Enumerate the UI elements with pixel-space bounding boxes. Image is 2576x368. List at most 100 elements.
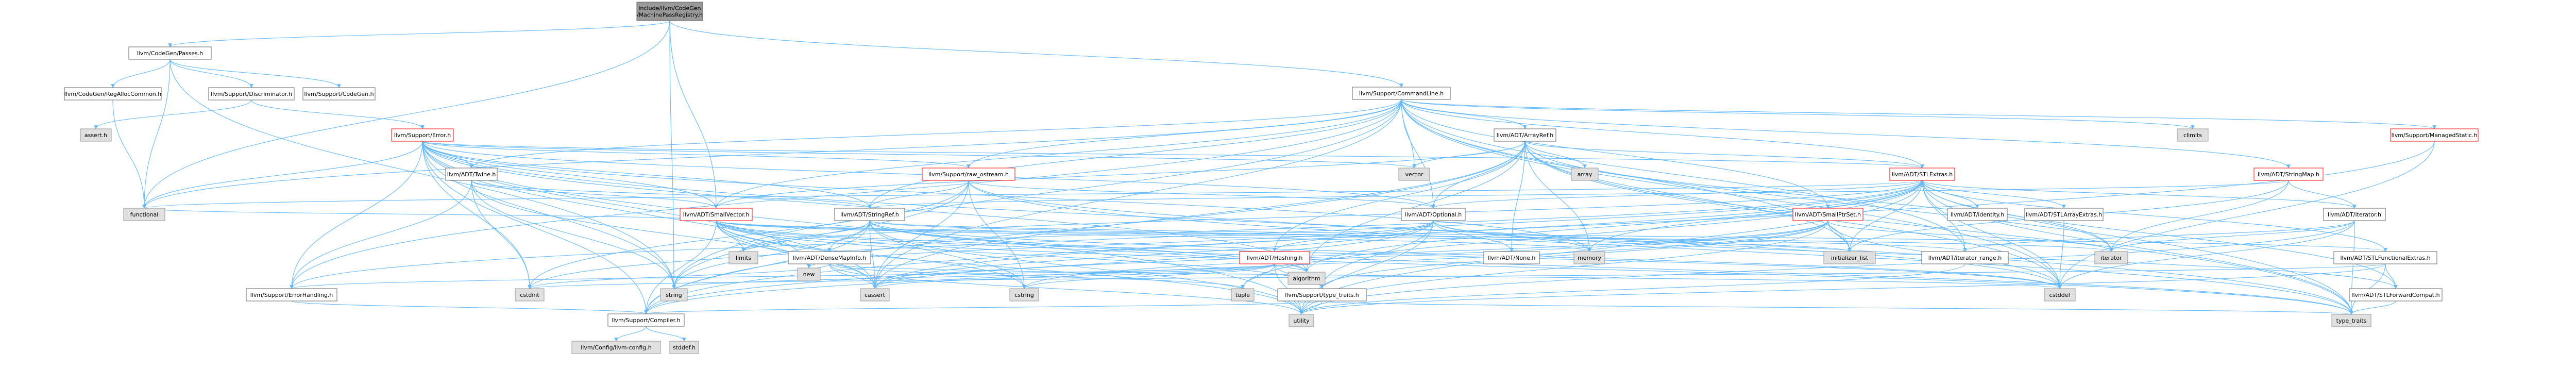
edge-arrayref-to-smallvector (714, 141, 1526, 209)
node-tuple[interactable]: tuple (1231, 288, 1255, 302)
node-label-errhandling: llvm/Support/ErrorHandling.h (250, 292, 333, 298)
edge-arrayref-to-initlist (1524, 141, 1852, 252)
node-label-vector: vector (1405, 171, 1423, 178)
node-box-stringref (834, 208, 905, 221)
node-iterator[interactable]: iterator (2094, 251, 2128, 264)
node-label-functional: functional (130, 211, 159, 218)
node-label-cmdline: llvm/Support/CommandLine.h (1359, 90, 1444, 97)
node-rawos[interactable]: llvm/Support/raw_ostream.h (922, 168, 1015, 181)
node-stlarrayextras[interactable]: llvm/ADT/STLArrayExtras.h (2024, 208, 2104, 221)
node-stlextras[interactable]: llvm/ADT/STLExtras.h (1889, 168, 1955, 181)
node-iterrange[interactable]: llvm/ADT/iterator_range.h (1921, 251, 2009, 264)
node-stringref[interactable]: llvm/ADT/StringRef.h (834, 208, 905, 221)
node-errhandling[interactable]: llvm/Support/ErrorHandling.h (246, 288, 337, 302)
node-typetraitsh[interactable]: llvm/Support/type_traits.h (1277, 288, 1367, 302)
node-cassert[interactable]: cassert (860, 288, 890, 302)
node-llvmconfig[interactable]: llvm/Config/llvm-config.h (571, 341, 661, 354)
edge-discrim-to-error (251, 99, 425, 129)
node-climits[interactable]: climits (2177, 128, 2209, 142)
node-new[interactable]: new (797, 267, 821, 281)
node-twine[interactable]: llvm/ADT/Twine.h (445, 168, 498, 181)
node-memory[interactable]: memory (1573, 251, 1605, 264)
node-label-twine: llvm/ADT/Twine.h (447, 171, 496, 178)
edge-root-to-cgpasses (168, 20, 670, 47)
node-cstdint[interactable]: cstdint (515, 288, 545, 302)
node-densemapinfo[interactable]: llvm/ADT/DenseMapInfo.h (788, 251, 871, 264)
node-stlfunctional[interactable]: llvm/ADT/STLFunctionalExtras.h (2333, 251, 2437, 264)
node-box-initlist (1823, 251, 1876, 264)
edge-rawos-to-optional (968, 180, 1435, 209)
node-managedstatic[interactable]: llvm/Support/ManagedStatic.h (2390, 128, 2479, 142)
node-box-stlfunctional (2333, 251, 2437, 264)
edge-hashing-to-algorithm (1274, 263, 1309, 273)
edge-rawos-to-string (672, 180, 969, 289)
node-box-rawos (922, 168, 1015, 181)
node-cmdline[interactable]: llvm/Support/CommandLine.h (1352, 87, 1451, 100)
node-cstddef[interactable]: cstddef (2044, 288, 2076, 302)
node-box-cmdline (1352, 87, 1451, 100)
node-stlforward[interactable]: llvm/ADT/STLForwardCompat.h (2349, 288, 2443, 302)
node-root[interactable]: include/llvm/CodeGen/MachinePassRegistry… (636, 2, 703, 21)
node-limits[interactable]: limits (728, 251, 758, 264)
edge-stlextras-to-stlfunctional (1922, 180, 2387, 252)
node-box-cgpasses (128, 46, 212, 60)
node-assert[interactable]: assert.h (80, 128, 112, 142)
node-regalloc[interactable]: llvm/CodeGen/RegAllocCommon.h (64, 87, 162, 101)
node-smallvector[interactable]: llvm/ADT/SmallVector.h (680, 208, 753, 221)
node-box-algorithm (1287, 272, 1326, 285)
node-box-string (660, 288, 688, 302)
node-smallptrset[interactable]: llvm/ADT/SmallPtrSet.h (1792, 208, 1863, 221)
node-utility[interactable]: utility (1289, 314, 1314, 327)
node-box-llvmconfig (571, 341, 661, 354)
node-identity[interactable]: llvm/ADT/identity.h (1947, 208, 2008, 221)
node-label-smallptrset: llvm/ADT/SmallPtrSet.h (1795, 211, 1861, 218)
edge-densemapinfo-to-tuple (829, 263, 1245, 289)
node-algorithm[interactable]: algorithm (1287, 272, 1326, 285)
node-functional[interactable]: functional (123, 208, 165, 221)
node-arrayref[interactable]: llvm/ADT/ArrayRef.h (1494, 128, 1556, 142)
node-string[interactable]: string (660, 288, 688, 302)
node-stddef[interactable]: stddef.h (669, 341, 699, 354)
node-label-compiler: llvm/Support/Compiler.h (612, 317, 680, 324)
node-stringmap[interactable]: llvm/ADT/StringMap.h (2253, 168, 2324, 181)
node-compiler[interactable]: llvm/Support/Compiler.h (607, 313, 685, 327)
node-iteratorh[interactable]: llvm/ADT/iterator.h (2323, 208, 2386, 221)
node-codegen[interactable]: llvm/Support/CodeGen.h (302, 87, 376, 101)
edge-hashing-to-cassert (873, 263, 1275, 289)
node-array[interactable]: array (1571, 168, 1599, 181)
node-cgpasses[interactable]: llvm/CodeGen/Passes.h (128, 46, 212, 60)
edges-layer (94, 20, 2436, 342)
edge-cmdline-to-typetraits (1401, 99, 2353, 315)
node-hashing[interactable]: llvm/ADT/Hashing.h (1239, 251, 1310, 264)
edge-smallptrset-to-cstring (1022, 220, 1828, 289)
node-noneh[interactable]: llvm/ADT/None.h (1483, 251, 1540, 264)
node-label-initlist: initializer_list (1831, 255, 1869, 261)
node-box-smallptrset (1792, 208, 1863, 221)
node-box-arrayref (1494, 128, 1556, 142)
edge-stlextras-to-errhandling (290, 180, 1923, 289)
node-initlist[interactable]: initializer_list (1823, 251, 1876, 264)
node-label-iterator: iterator (2101, 255, 2122, 261)
edge-stringref-to-densemapinfo (827, 220, 870, 252)
node-box-errhandling (246, 288, 337, 302)
node-optional[interactable]: llvm/ADT/Optional.h (1401, 208, 1466, 221)
node-cstring[interactable]: cstring (1009, 288, 1039, 302)
edge-arrayref-to-compiler (644, 141, 1526, 314)
node-label-typetraits: type_traits (2336, 317, 2367, 324)
node-box-tuple (1231, 288, 1255, 302)
edge-stringref-to-typetraits (869, 220, 2353, 315)
edge-hashing-to-tuple (1241, 263, 1275, 289)
node-vector[interactable]: vector (1398, 168, 1430, 181)
node-typetraits[interactable]: type_traits (2331, 314, 2371, 327)
node-discrim[interactable]: llvm/Support/Discriminator.h (208, 87, 295, 101)
edge-cmdline-to-twine (469, 99, 1402, 169)
edge-arrayref-to-optional (1431, 141, 1526, 209)
edge-error-to-functional (142, 141, 423, 209)
node-error[interactable]: llvm/Support/Error.h (391, 128, 454, 142)
edge-cgpasses-to-functional (142, 59, 171, 209)
edge-hashing-to-errhandling (290, 263, 1275, 289)
edge-smallptrset-to-compiler (644, 220, 1828, 314)
edge-iterrange-to-utility (1299, 263, 1965, 315)
edge-rawos-to-cstddef (968, 180, 2062, 289)
